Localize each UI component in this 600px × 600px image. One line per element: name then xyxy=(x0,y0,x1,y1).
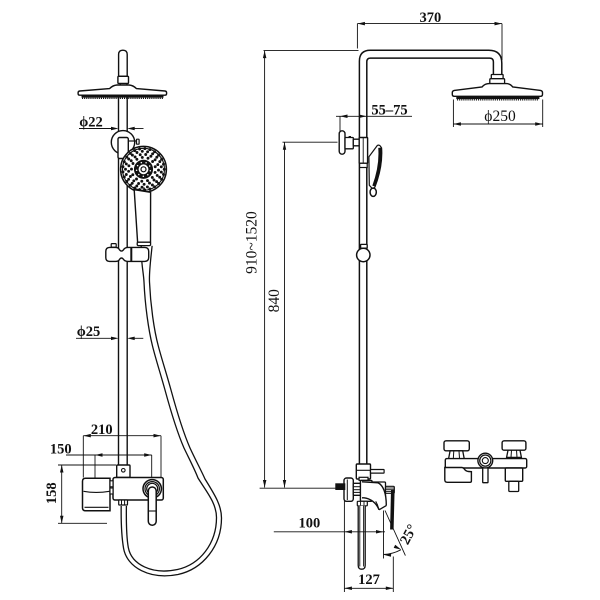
svg-text:ϕ25: ϕ25 xyxy=(77,324,101,340)
svg-text:55–75: 55–75 xyxy=(371,103,407,119)
svg-text:210: 210 xyxy=(91,422,113,438)
svg-text:127: 127 xyxy=(358,572,380,588)
svg-text:100: 100 xyxy=(299,515,321,531)
svg-text:ϕ22: ϕ22 xyxy=(79,115,103,131)
svg-text:840: 840 xyxy=(266,289,283,313)
svg-text:370: 370 xyxy=(420,10,442,26)
svg-text:150: 150 xyxy=(50,441,72,457)
svg-text:ϕ250: ϕ250 xyxy=(484,108,516,125)
svg-text:158: 158 xyxy=(44,482,60,504)
svg-text:910~1520: 910~1520 xyxy=(244,211,261,274)
